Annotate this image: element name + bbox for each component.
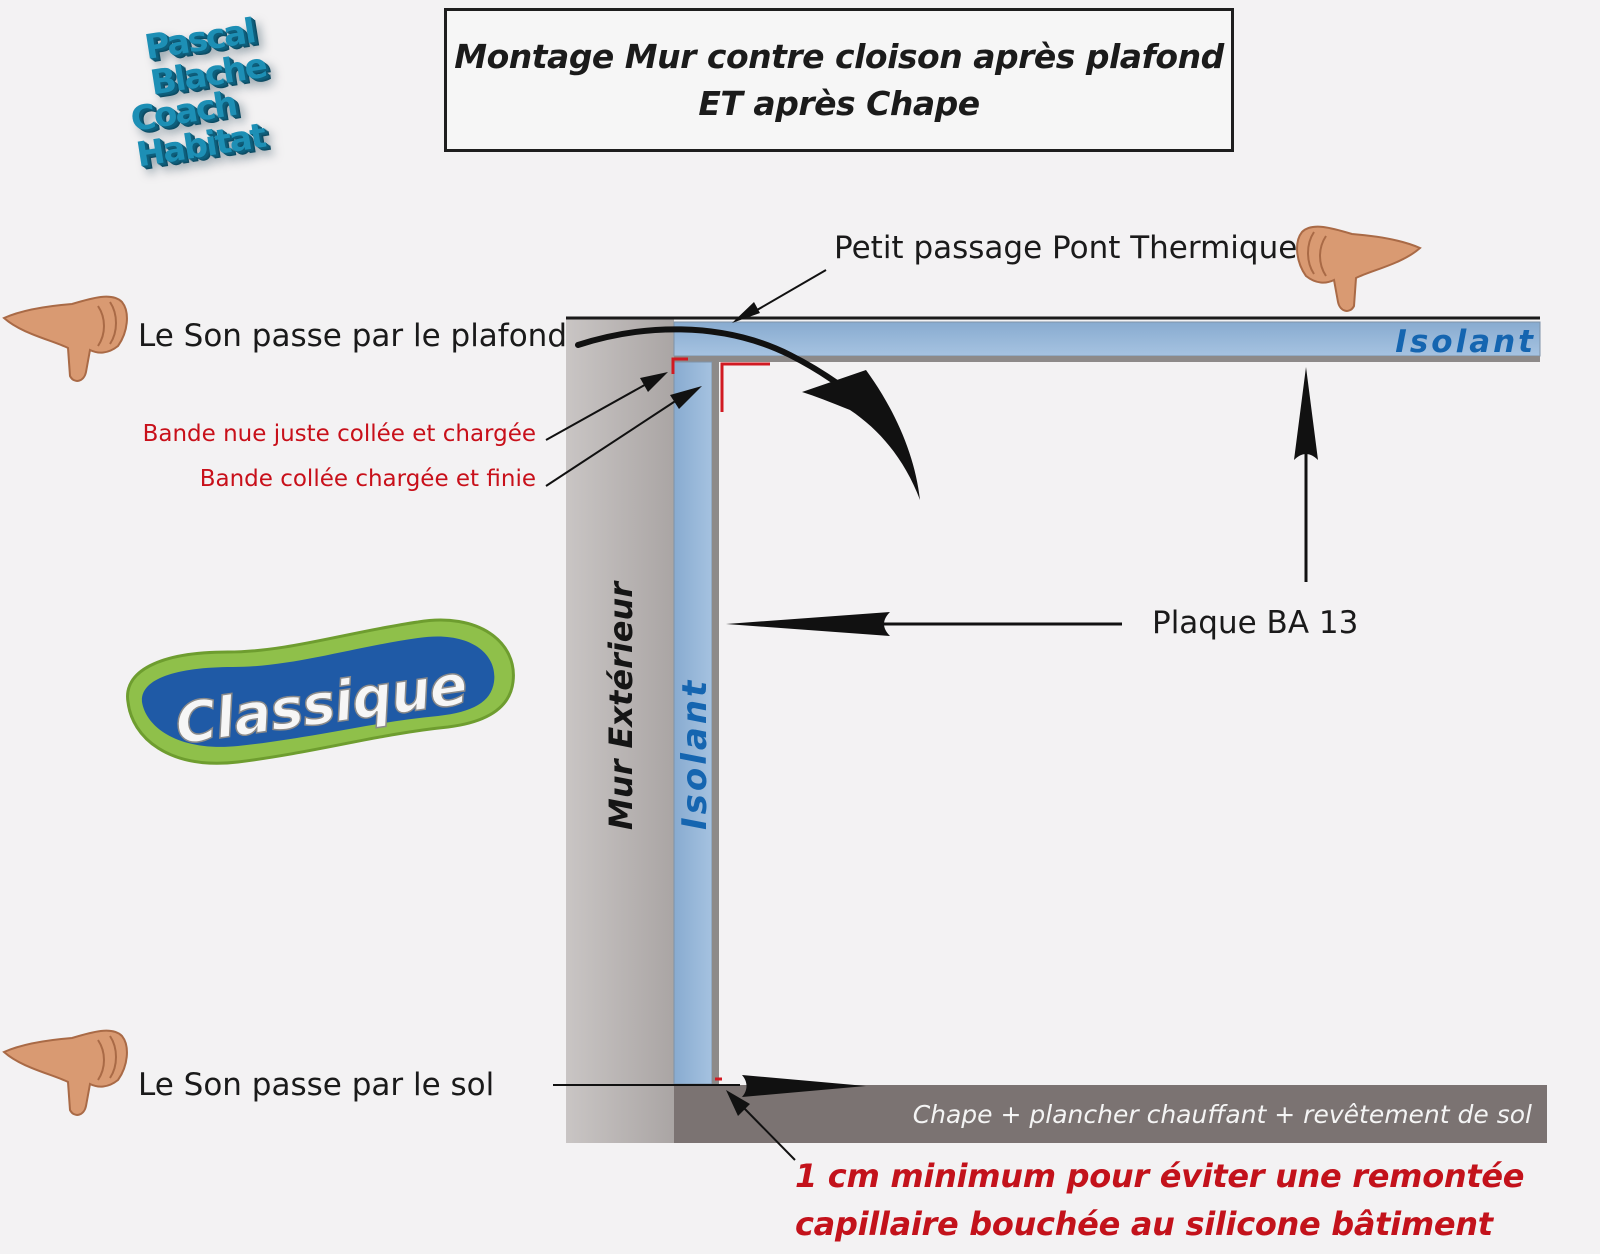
note-line-1: 1 cm minimum pour éviter une remontée — [795, 1157, 1525, 1195]
note-arrow — [741, 1105, 796, 1161]
wall-insulation — [673, 361, 713, 1085]
sound-floor-arrow-head — [742, 1075, 866, 1097]
title-line-2: ET après Chape — [698, 84, 980, 123]
thumbs-down-icon — [2, 1029, 128, 1116]
band-finished-arrow — [545, 397, 681, 487]
capillary-note: 1 cm minimum pour éviter une remontée ca… — [795, 1152, 1524, 1248]
thermal-bridge-arrow-head — [732, 302, 760, 323]
band-bare-arrow — [545, 381, 651, 441]
ceiling-insulation — [673, 321, 1541, 357]
sound-ceiling-label: Le Son passe par le plafond — [138, 318, 568, 354]
ceiling-insulation-label: Isolant — [1395, 324, 1536, 360]
sound-floor-label: Le Son passe par le sol — [138, 1067, 495, 1103]
band-bare-label: Bande nue juste collée et chargée — [142, 421, 536, 447]
floor-label: Chape + plancher chauffant + revêtement … — [913, 1100, 1532, 1129]
thumbs-down-icon — [1296, 225, 1422, 312]
ceiling-plaque — [674, 356, 1540, 362]
plaque-arrow-head — [726, 612, 890, 636]
wall-insulation-label: Isolant — [675, 678, 715, 830]
wall-label: Mur Extérieur — [602, 580, 640, 830]
thermal-bridge-arrow — [744, 269, 827, 318]
wall-plaque — [712, 362, 719, 1084]
classique-badge: Classique — [126, 618, 515, 765]
floor-slab — [674, 1085, 1547, 1143]
brand-logo: Pascal Blache Coach Habitat — [128, 11, 370, 175]
thumbs-down-icon — [2, 295, 128, 382]
note-line-2: capillaire bouchée au silicone bâtiment — [795, 1205, 1493, 1243]
band-bare-arrow-head — [640, 372, 668, 392]
note-arrow-head — [726, 1090, 750, 1116]
sound-curve-arrow-head — [802, 370, 920, 500]
ceiling-plaque-arrow-head — [1294, 367, 1318, 460]
band-finished — [720, 362, 770, 412]
plaque-label: Plaque BA 13 — [1152, 605, 1359, 641]
title-box: Montage Mur contre cloison après plafond… — [444, 8, 1234, 152]
title-line-1: Montage Mur contre cloison après plafond — [454, 37, 1224, 76]
exterior-wall — [566, 318, 674, 1143]
band-bare — [671, 357, 688, 374]
band-finished-label: Bande collée chargée et finie — [199, 466, 536, 492]
thermal-bridge-label: Petit passage Pont Thermique — [834, 230, 1298, 266]
band-finished-arrow-head — [670, 386, 702, 409]
